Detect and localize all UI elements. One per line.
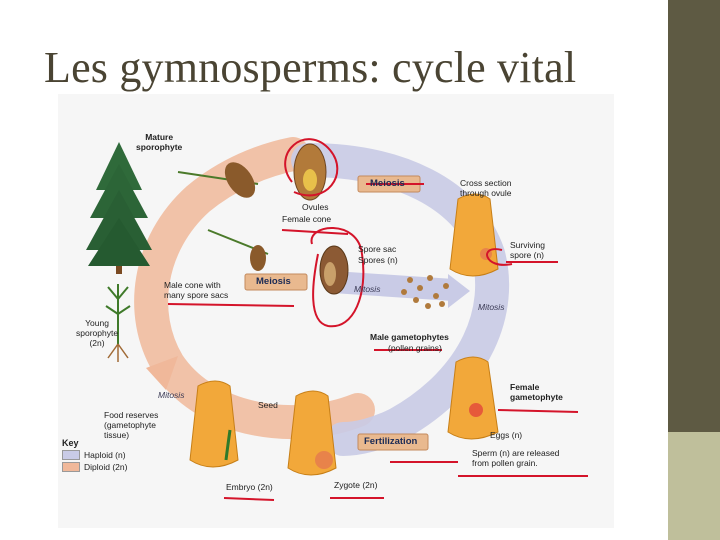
red-annotations — [167, 138, 588, 501]
label-zygote: Zygote (2n) — [334, 480, 378, 490]
label-seed: Seed — [258, 400, 278, 410]
label-spores: Spores (n) — [358, 255, 398, 265]
mitosis-band — [332, 271, 454, 301]
label-male-gametophytes: Male gametophytes — [370, 332, 449, 342]
pollen-grains — [401, 275, 449, 309]
ovule-spots — [224, 248, 492, 469]
arrow-label-mitosis-center: Mitosis — [354, 284, 381, 294]
stage-meiosis-top: Meiosis — [370, 178, 405, 189]
label-female-cone: Female cone — [282, 214, 332, 224]
side-accent-bar-light — [668, 432, 720, 540]
slide-title: Les gymnosperms: cycle vital — [44, 43, 577, 92]
legend-label-haploid: Haploid (n) — [84, 450, 126, 460]
label-pollen-grains: (pollen grains) — [388, 343, 442, 353]
label-spore-sac: Spore sac — [358, 244, 397, 254]
fertilization-box — [357, 433, 429, 451]
mitosis-arrowhead — [448, 274, 470, 308]
diploid-arrowhead — [146, 356, 178, 390]
haploid-swatch — [62, 450, 80, 460]
stage-fertilization: Fertilization — [364, 436, 418, 447]
label-eggs: Eggs (n) — [490, 430, 523, 440]
arrow-label-mitosis-left: Mitosis — [158, 390, 185, 400]
stage-meiosis-left: Meiosis — [256, 276, 291, 287]
young-sporophyte-illustration — [105, 284, 131, 362]
diploid-swatch — [62, 462, 80, 472]
legend-item-haploid: Haploid (n) — [62, 450, 166, 460]
life-cycle-artwork — [86, 137, 588, 501]
pine-tree-illustration — [86, 142, 152, 274]
meiosis-left-box — [244, 273, 308, 291]
legend-item-diploid: Diploid (2n) — [62, 462, 166, 472]
label-ovules: Ovules — [302, 202, 329, 212]
legend-title: Key — [62, 438, 79, 448]
label-embryo: Embryo (2n) — [226, 482, 273, 492]
male-cone-illustration — [207, 229, 349, 295]
female-cone-illustration — [177, 143, 327, 201]
legend-label-diploid: Diploid (2n) — [84, 462, 128, 472]
legend: Key Haploid (n) Diploid (2n) — [62, 438, 166, 472]
side-accent-bar-dark — [668, 0, 720, 432]
arrow-label-mitosis-right: Mitosis — [478, 302, 505, 312]
